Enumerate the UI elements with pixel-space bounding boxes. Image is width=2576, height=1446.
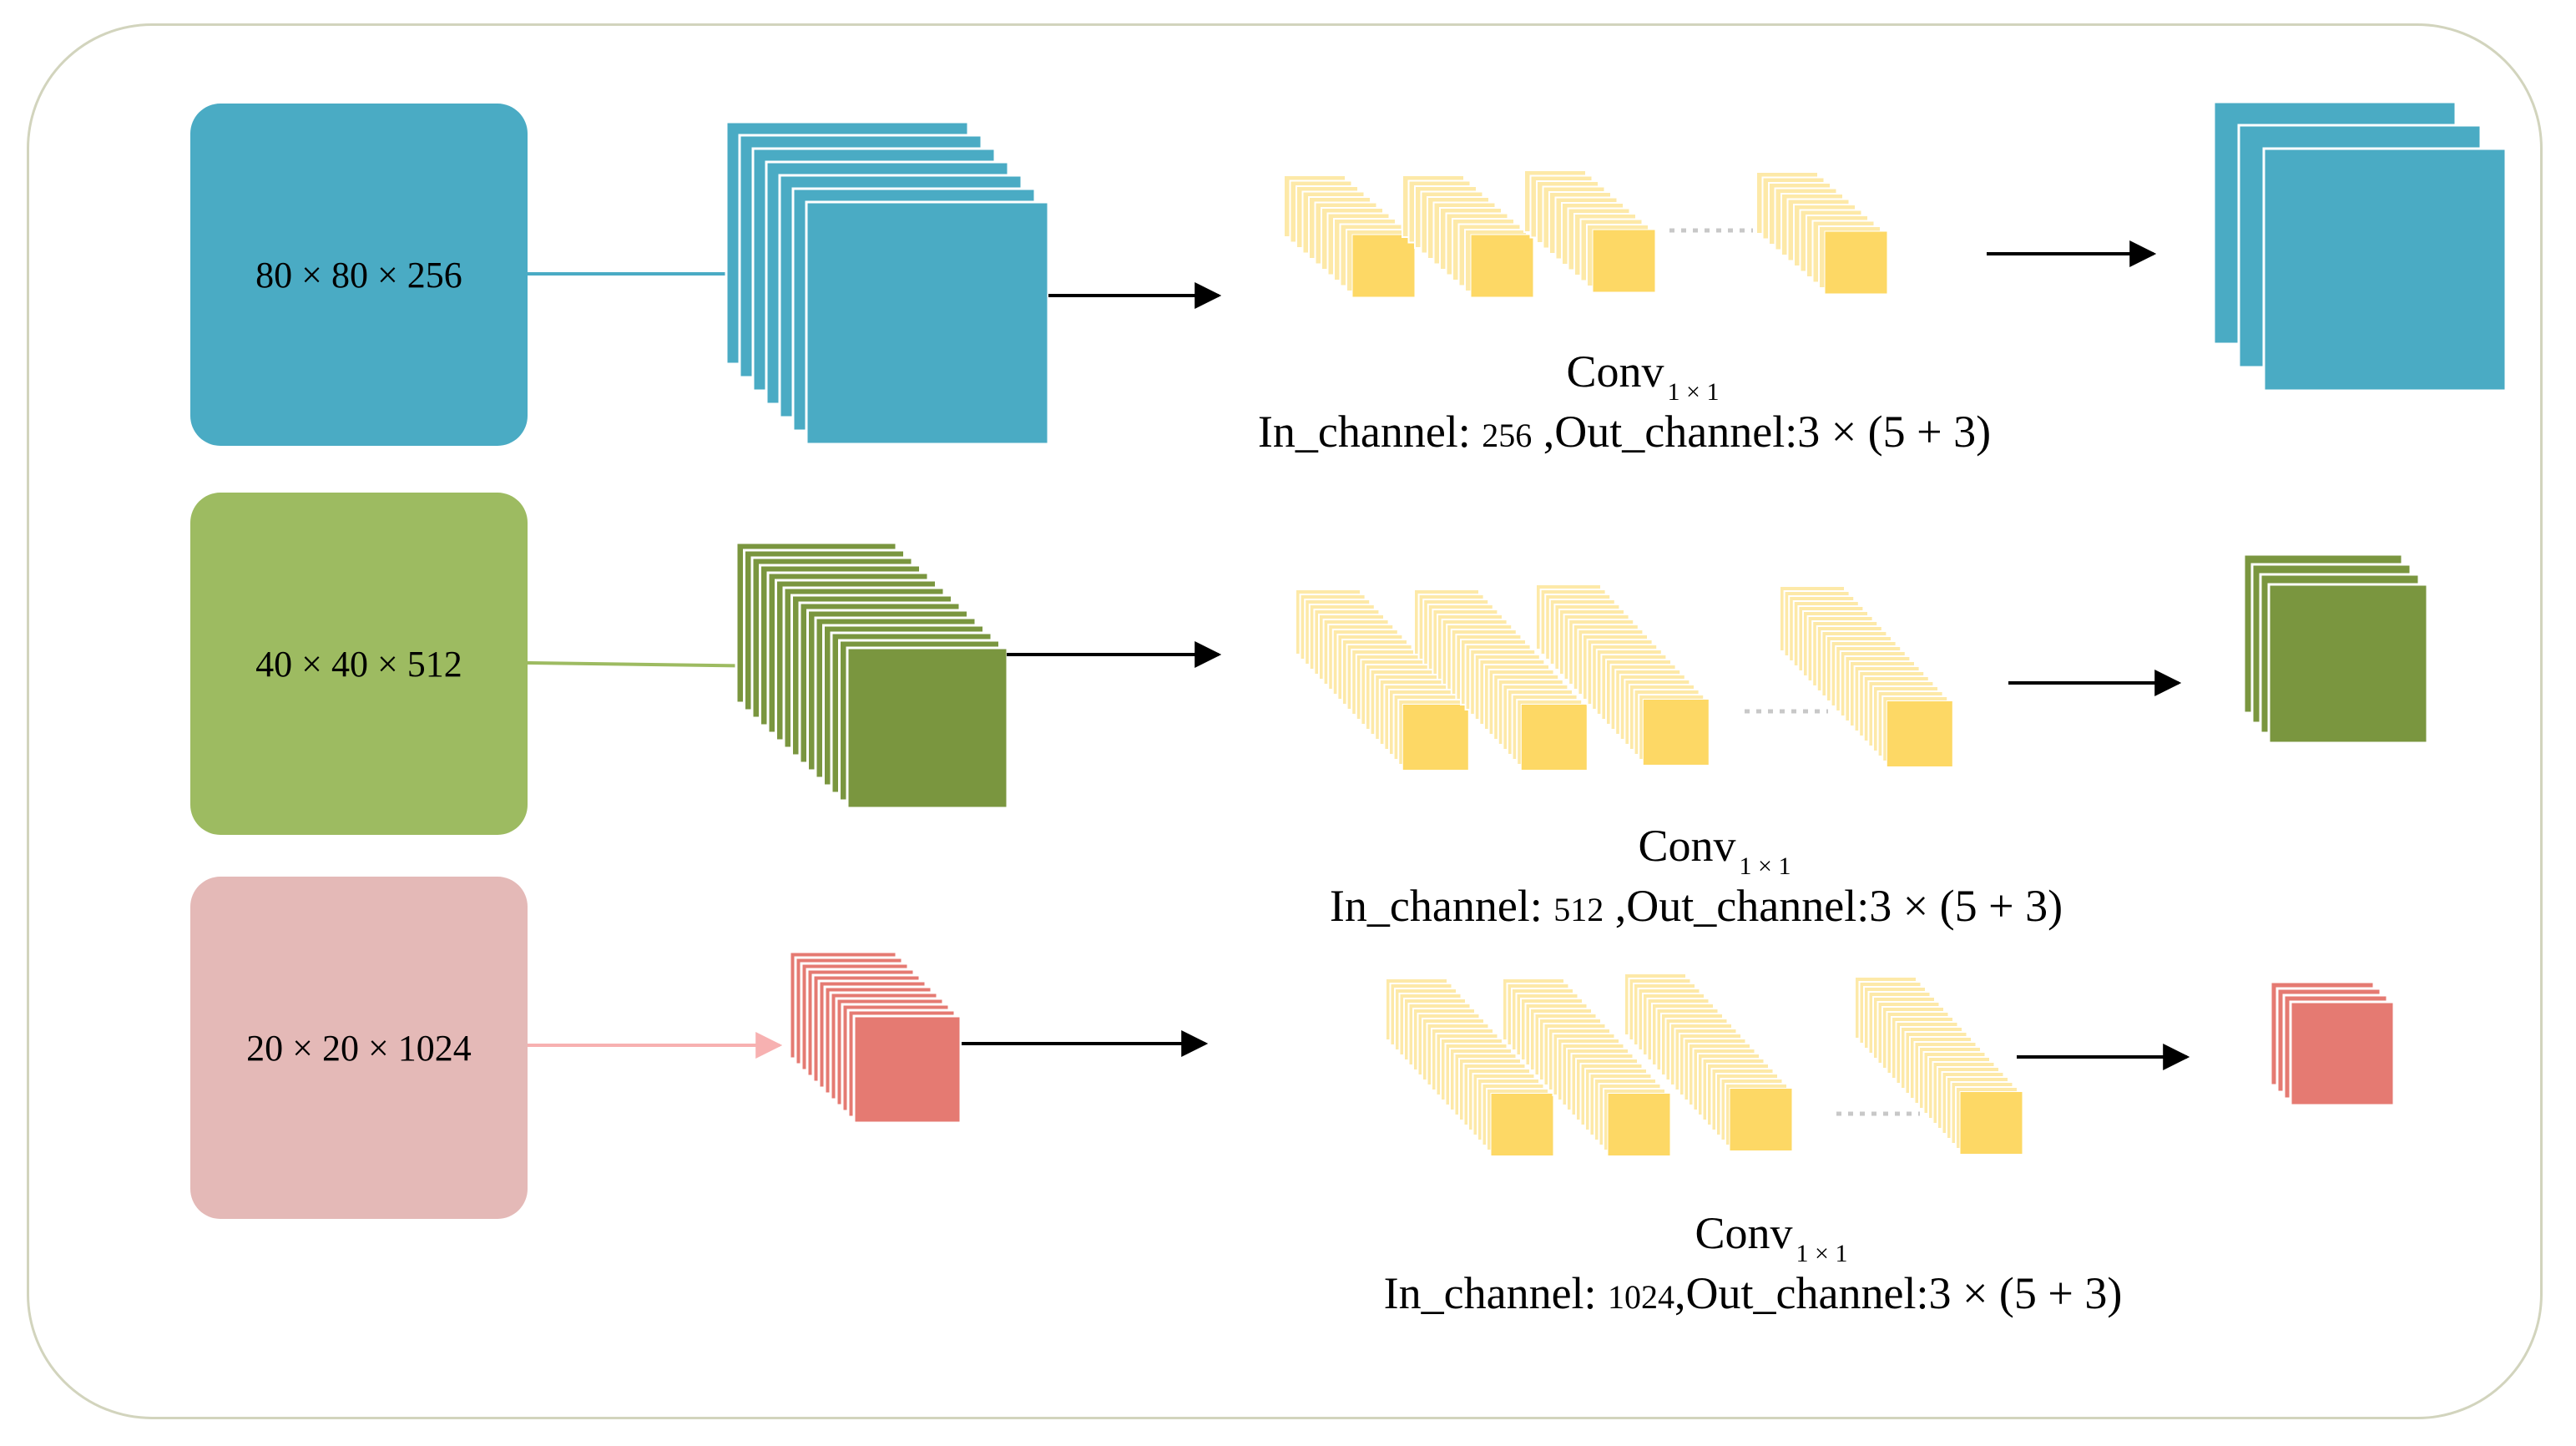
- diagram-frame: [27, 23, 2543, 1419]
- out-channel-label: ,Out_channel:3 × (5 + 3): [1604, 881, 2063, 931]
- output-feature-stack: [2212, 100, 2508, 392]
- conv-op-label: Conv: [1638, 821, 1736, 871]
- kernel-front-face: [1825, 231, 1887, 294]
- feature-map-box-20: 20 × 20 × 1024: [190, 877, 528, 1219]
- conv-op-label: Conv: [1566, 346, 1664, 397]
- conv-kernel: [1413, 589, 1588, 771]
- input-feature-stack: [725, 120, 1050, 446]
- layer-sheet: [2262, 147, 2508, 392]
- conv-kernel: [1502, 978, 1671, 1156]
- conv-kernel: [1385, 978, 1554, 1156]
- conv-params: In_channel: 256 ,Out_channel:3 × (5 + 3): [1258, 409, 1991, 454]
- layer-sheet: [2267, 583, 2429, 745]
- conv-kernel-label: 1 × 1: [1739, 852, 1791, 880]
- kernel-front-face: [1491, 1094, 1553, 1155]
- conv-kernel-label: 1 × 1: [1667, 378, 1720, 406]
- conv-kernel: [1402, 174, 1534, 298]
- kernel-front-face: [1887, 701, 1952, 766]
- conv-kernel: [1295, 589, 1469, 771]
- kernel-front-face: [1352, 235, 1415, 297]
- layer-sheet: [852, 1014, 962, 1125]
- in-channel-label: In_channel:: [1383, 1268, 1609, 1318]
- layer-sheet: [846, 646, 1009, 810]
- connector-arrow: [527, 652, 780, 680]
- kernel-front-face: [1593, 230, 1655, 292]
- conv-kernel: [1283, 174, 1416, 298]
- kernel-front-face: [1960, 1092, 2023, 1154]
- feature-map-size-label: 20 × 20 × 1024: [246, 1027, 472, 1069]
- kernel-front-face: [1402, 705, 1468, 770]
- out-channel-label: ,Out_channel:3 × (5 + 3): [1532, 407, 1992, 457]
- conv-params: In_channel: 1024,Out_channel:3 × (5 + 3): [1384, 1271, 2123, 1316]
- conv-kernel: [1624, 973, 1793, 1151]
- feature-map-box-80: 80 × 80 × 256: [190, 104, 528, 446]
- conv-kernel: [1523, 169, 1656, 293]
- in-channel-label: In_channel:: [1257, 407, 1482, 457]
- kernel-front-face: [1730, 1089, 1792, 1150]
- in-channel-value: 1024: [1608, 1278, 1675, 1316]
- feature-map-box-40: 40 × 40 × 512: [190, 493, 528, 835]
- layer-sheet: [2289, 1000, 2396, 1107]
- conv-params: In_channel: 512 ,Out_channel:3 × (5 + 3): [1330, 883, 2063, 928]
- conv-kernel: [1854, 976, 2023, 1155]
- in-channel-label: In_channel:: [1329, 881, 1554, 931]
- kernel-front-face: [1643, 700, 1709, 765]
- kernel-front-face: [1608, 1094, 1670, 1155]
- layer-sheet: [805, 200, 1050, 446]
- conv-kernel: [1779, 585, 1953, 767]
- conv-kernel: [1535, 584, 1710, 766]
- input-feature-stack: [735, 541, 1009, 810]
- output-feature-stack: [2269, 980, 2396, 1107]
- feature-map-size-label: 80 × 80 × 256: [255, 254, 462, 296]
- kernel-front-face: [1471, 235, 1533, 297]
- input-feature-stack: [788, 950, 962, 1125]
- output-feature-stack: [2242, 553, 2429, 745]
- in-channel-value: 256: [1482, 417, 1533, 454]
- out-channel-label: ,Out_channel:3 × (5 + 3): [1674, 1268, 2123, 1318]
- conv-op-label: Conv: [1695, 1208, 1793, 1258]
- conv-kernel-label: 1 × 1: [1796, 1240, 1848, 1267]
- feature-map-size-label: 40 × 40 × 512: [255, 643, 462, 685]
- in-channel-value: 512: [1553, 891, 1604, 928]
- kernel-front-face: [1521, 705, 1587, 770]
- conv-kernel: [1755, 171, 1888, 295]
